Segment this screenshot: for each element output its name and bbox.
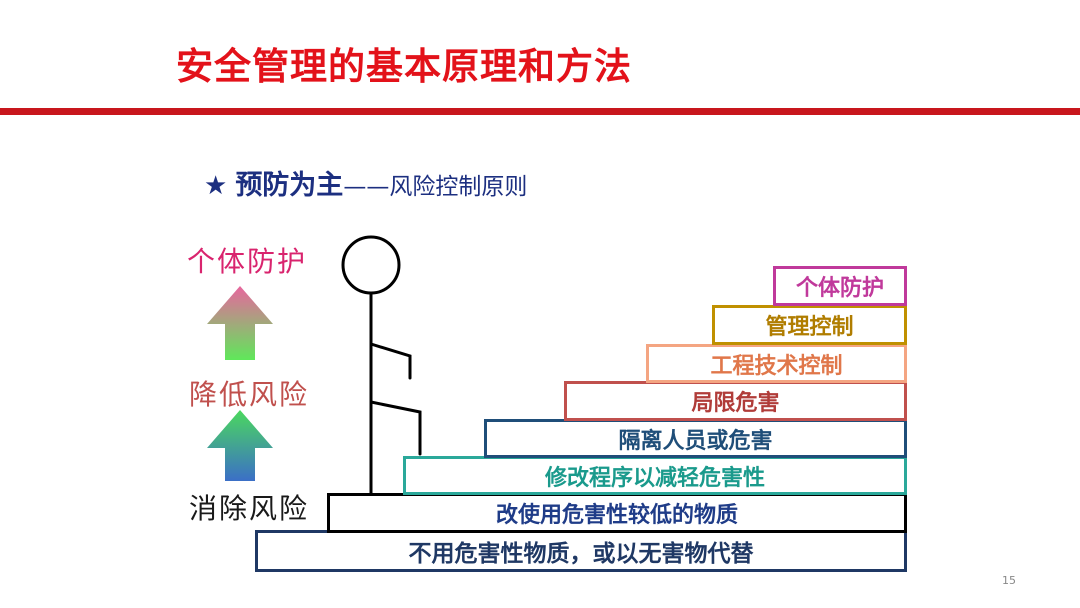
page-number: 15: [1002, 574, 1016, 587]
label-personal-protection: 个体防护: [187, 240, 307, 280]
subtitle: ★ 预防为主——风险控制原则: [204, 163, 527, 202]
step-1-label: 不用危害性物质，或以无害物代替: [409, 534, 754, 568]
step-6-engineering-control: 工程技术控制: [646, 344, 907, 383]
label-eliminate-risk: 消除风险: [189, 487, 309, 527]
slide-title: 安全管理的基本原理和方法: [176, 36, 632, 90]
step-7-administrative-control: 管理控制: [712, 305, 907, 345]
title-divider: [0, 108, 1080, 115]
label-reduce-risk: 降低风险: [189, 373, 309, 413]
step-2-label: 改使用危害性较低的物质: [496, 497, 738, 529]
step-1-substitute-hazard: 不用危害性物质，或以无害物代替: [255, 530, 907, 572]
subtitle-main: 预防为主: [235, 170, 343, 201]
up-arrow-icon-lower: [205, 408, 275, 483]
step-8-label: 个体防护: [796, 270, 884, 302]
star-icon: ★: [204, 171, 227, 201]
step-8-personal-protection: 个体防护: [773, 266, 907, 306]
subtitle-sub: ——风险控制原则: [343, 174, 527, 200]
up-arrow-icon-upper: [205, 284, 275, 362]
step-3-label: 修改程序以减轻危害性: [545, 460, 765, 492]
step-5-contain-hazard: 局限危害: [564, 381, 907, 421]
step-5-label: 局限危害: [691, 385, 779, 417]
step-6-label: 工程技术控制: [710, 348, 842, 380]
step-3-modify-procedure: 修改程序以减轻危害性: [403, 456, 907, 495]
step-2-less-hazardous: 改使用危害性较低的物质: [327, 493, 907, 533]
step-4-isolate: 隔离人员或危害: [484, 419, 907, 458]
step-7-label: 管理控制: [765, 309, 853, 341]
step-4-label: 隔离人员或危害: [618, 423, 772, 455]
